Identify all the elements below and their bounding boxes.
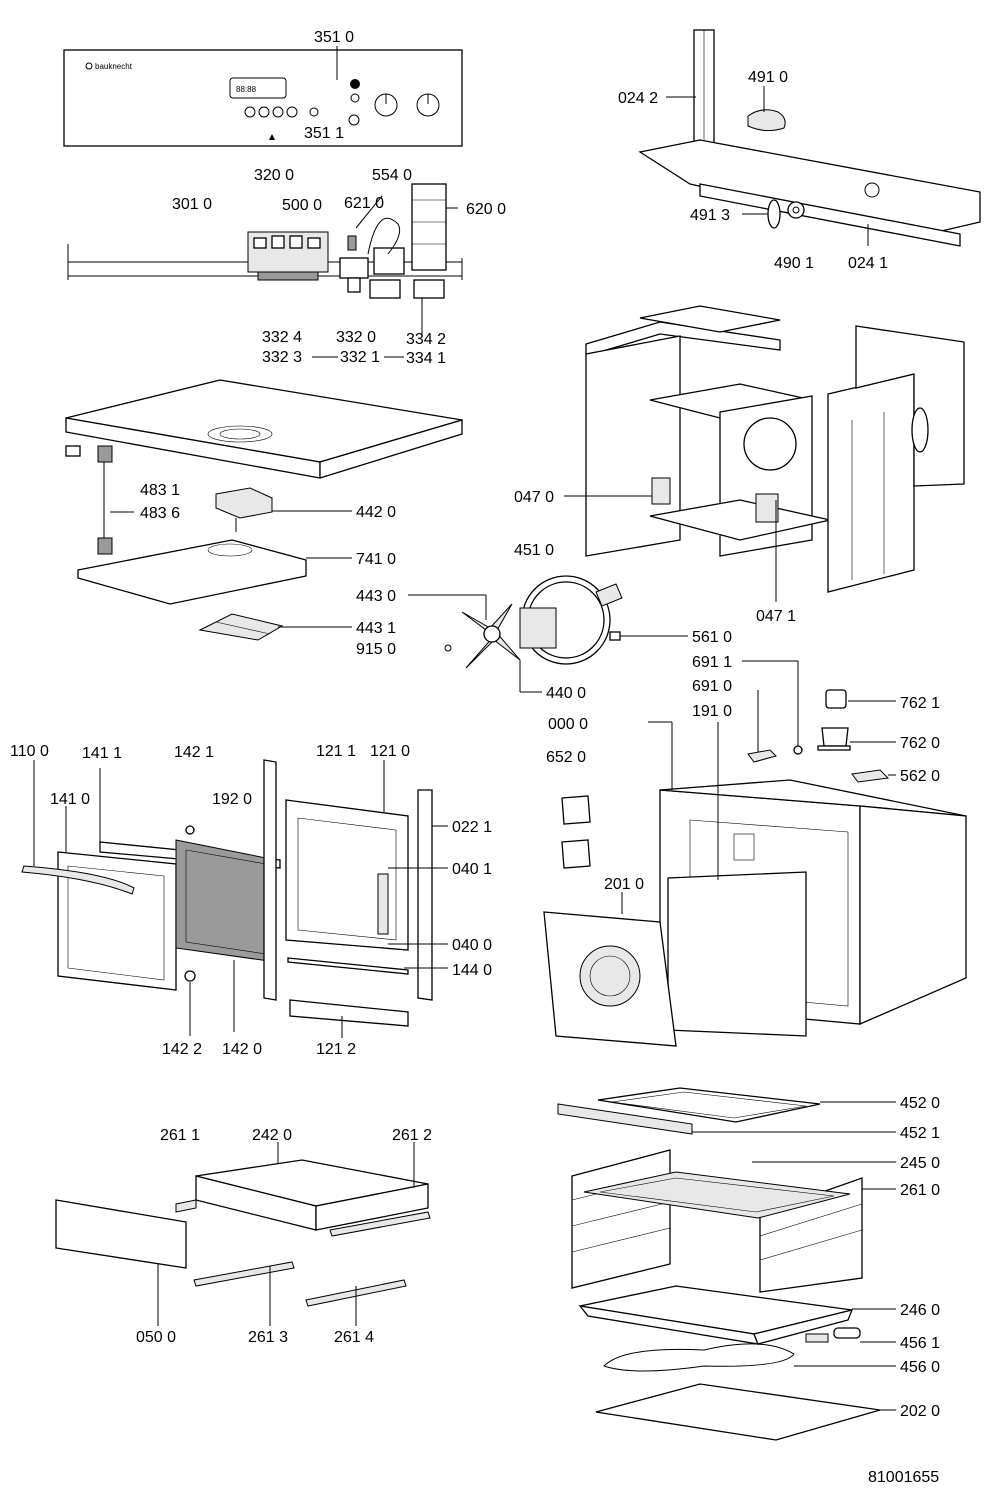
label-024-1: 024 1 [848, 255, 888, 272]
label-443-0: 443 0 [356, 588, 396, 605]
label-261-2: 261 2 [392, 1127, 432, 1144]
label-652-0: 652 0 [546, 749, 586, 766]
label-762-1: 762 1 [900, 695, 940, 712]
label-351-0: 351 0 [314, 29, 354, 46]
label-332-4: 332 4 [262, 329, 302, 346]
drawer-assembly [55, 1159, 431, 1307]
label-202-0: 202 0 [900, 1403, 940, 1420]
door-assembly [21, 759, 433, 1027]
label-142-1: 142 1 [174, 744, 214, 761]
label-121-0: 121 0 [370, 743, 410, 760]
document-number: 81001655 [868, 1469, 939, 1486]
label-040-0: 040 0 [452, 937, 492, 954]
label-561-0: 561 0 [692, 629, 732, 646]
label-192-0: 192 0 [212, 791, 252, 808]
label-490-1: 490 1 [774, 255, 814, 272]
label-022-1: 022 1 [452, 819, 492, 836]
label-142-2: 142 2 [162, 1041, 202, 1058]
label-443-1: 443 1 [356, 620, 396, 637]
label-691-0: 691 0 [692, 678, 732, 695]
top-frame-assembly [638, 29, 981, 247]
label-491-3: 491 3 [690, 207, 730, 224]
label-332-0: 332 0 [336, 329, 376, 346]
label-491-0: 491 0 [748, 69, 788, 86]
top-cover-assembly [65, 379, 463, 641]
label-483-6: 483 6 [140, 505, 180, 522]
cabinet-frame [585, 305, 965, 593]
label-024-2: 024 2 [618, 90, 658, 107]
label-047-0: 047 0 [514, 489, 554, 506]
label-452-1: 452 1 [900, 1125, 940, 1142]
label-456-0: 456 0 [900, 1359, 940, 1376]
label-261-3: 261 3 [248, 1329, 288, 1346]
leader-lines [33, 86, 896, 1411]
label-762-0: 762 0 [900, 735, 940, 752]
label-141-0: 141 0 [50, 791, 90, 808]
label-320-0: 320 0 [254, 167, 294, 184]
label-741-0: 741 0 [356, 551, 396, 568]
label-562-0: 562 0 [900, 768, 940, 785]
label-456-1: 456 1 [900, 1335, 940, 1352]
display-readout: 88:88 [236, 85, 257, 94]
accessories-assembly [557, 1087, 881, 1441]
label-332-1: 332 1 [340, 349, 380, 366]
label-451-0: 451 0 [514, 542, 554, 559]
label-554-0: 554 0 [372, 167, 412, 184]
label-483-1: 483 1 [140, 482, 180, 499]
fan-motor-assembly [444, 575, 623, 669]
label-144-0: 144 0 [452, 962, 492, 979]
label-261-0: 261 0 [900, 1182, 940, 1199]
label-040-1: 040 1 [452, 861, 492, 878]
label-141-1: 141 1 [82, 745, 122, 762]
label-246-0: 246 0 [900, 1302, 940, 1319]
label-334-2: 334 2 [406, 331, 446, 348]
label-261-4: 261 4 [334, 1329, 374, 1346]
label-442-0: 442 0 [356, 504, 396, 521]
label-621-0: 621 0 [344, 195, 384, 212]
label-121-2: 121 2 [316, 1041, 356, 1058]
label-191-0: 191 0 [692, 703, 732, 720]
label-334-1: 334 1 [406, 350, 446, 367]
label-500-0: 500 0 [282, 197, 322, 214]
label-915-0: 915 0 [356, 641, 396, 658]
label-351-1: 351 1 [304, 125, 344, 142]
label-142-0: 142 0 [222, 1041, 262, 1058]
label-332-3: 332 3 [262, 349, 302, 366]
power-indicator-icon [350, 79, 360, 89]
brand-logo-text: bauknecht [95, 62, 133, 71]
label-050-0: 050 0 [136, 1329, 176, 1346]
label-110-0: 110 0 [10, 743, 49, 760]
label-452-0: 452 0 [900, 1095, 940, 1112]
label-000-0: 000 0 [548, 716, 588, 733]
electronics-assembly [67, 183, 463, 336]
label-261-1: 261 1 [160, 1127, 200, 1144]
label-691-1: 691 1 [692, 654, 732, 671]
label-440-0: 440 0 [546, 685, 586, 702]
label-201-0: 201 0 [604, 876, 644, 893]
oven-cavity-assembly [543, 689, 967, 1047]
label-121-1: 121 1 [316, 743, 356, 760]
label-301-0: 301 0 [172, 196, 212, 213]
part-labels: 351 0 351 1 320 0 554 0 301 0 500 0 621 … [10, 29, 940, 1486]
label-620-0: 620 0 [466, 201, 506, 218]
control-panel: bauknecht 88:88 [63, 46, 463, 147]
label-245-0: 245 0 [900, 1155, 940, 1172]
label-242-0: 242 0 [252, 1127, 292, 1144]
label-047-1: 047 1 [756, 608, 796, 625]
